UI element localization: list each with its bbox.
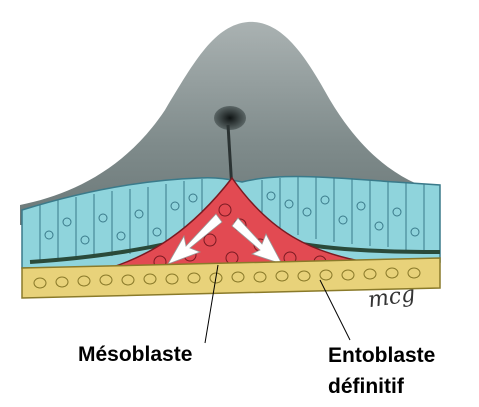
primitive-pit — [214, 106, 246, 130]
entoblaste-label-line2: définitif — [328, 374, 404, 400]
entoblaste-label-line1: Entoblaste — [328, 343, 435, 369]
mesoblaste-label: Mésoblaste — [78, 342, 192, 368]
